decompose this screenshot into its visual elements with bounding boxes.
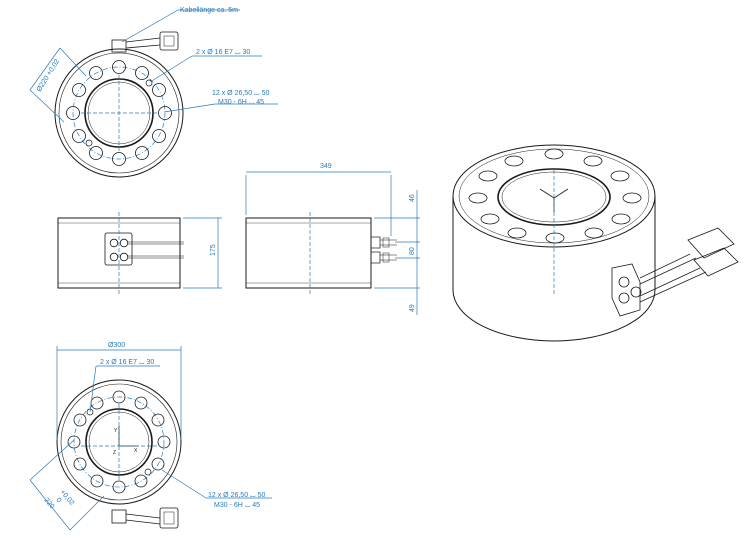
top-diameter-label: Ø220 +0,02 bbox=[36, 58, 61, 93]
bottom-x-axis-label: X bbox=[134, 448, 138, 454]
bottom-offset-label: 49 bbox=[409, 304, 416, 312]
top-bolt-holes-label-2: M30 - 6H ⌴ 45 bbox=[218, 99, 264, 106]
side-view bbox=[245, 171, 420, 315]
bottom-bolt-holes bbox=[67, 390, 171, 494]
top-bolt-holes-label-1: 12 x Ø 26,50 ⌴ 50 bbox=[212, 90, 269, 97]
top-view bbox=[29, 9, 278, 178]
bottom-diameter-label: 220 bbox=[42, 497, 55, 511]
bottom-z-axis-label: Z bbox=[113, 450, 116, 456]
bottom-pin-holes-label: 2 x Ø 16 E7 ⌴ 30 bbox=[100, 359, 154, 366]
outer-diameter-label: Ø300 bbox=[108, 342, 125, 349]
top-pin-holes-label: 2 x Ø 16 E7 ⌴ 30 bbox=[196, 49, 250, 56]
bottom-bolt-holes-label-2: M30 - 6H ⌴ 45 bbox=[214, 502, 260, 509]
cable-length-label: Kabellänge ca. 5m bbox=[180, 7, 238, 14]
bottom-bolt-holes-label-1: 12 x Ø 26,50 ⌴ 50 bbox=[208, 492, 265, 499]
bottom-view bbox=[29, 346, 272, 531]
connector-spacing-label: 80 bbox=[409, 247, 416, 255]
bottom-y-axis-label: Y bbox=[114, 428, 118, 434]
top-offset-label: 46 bbox=[409, 194, 416, 202]
top-bolt-holes bbox=[66, 60, 172, 166]
width-dimension-label: 349 bbox=[320, 163, 332, 170]
iso-bolt-holes bbox=[468, 148, 642, 244]
bottom-diameter-tol-lower: 0 bbox=[54, 497, 62, 505]
height-dimension-label: 175 bbox=[210, 244, 217, 256]
isometric-view bbox=[452, 144, 739, 342]
front-view bbox=[57, 212, 222, 294]
